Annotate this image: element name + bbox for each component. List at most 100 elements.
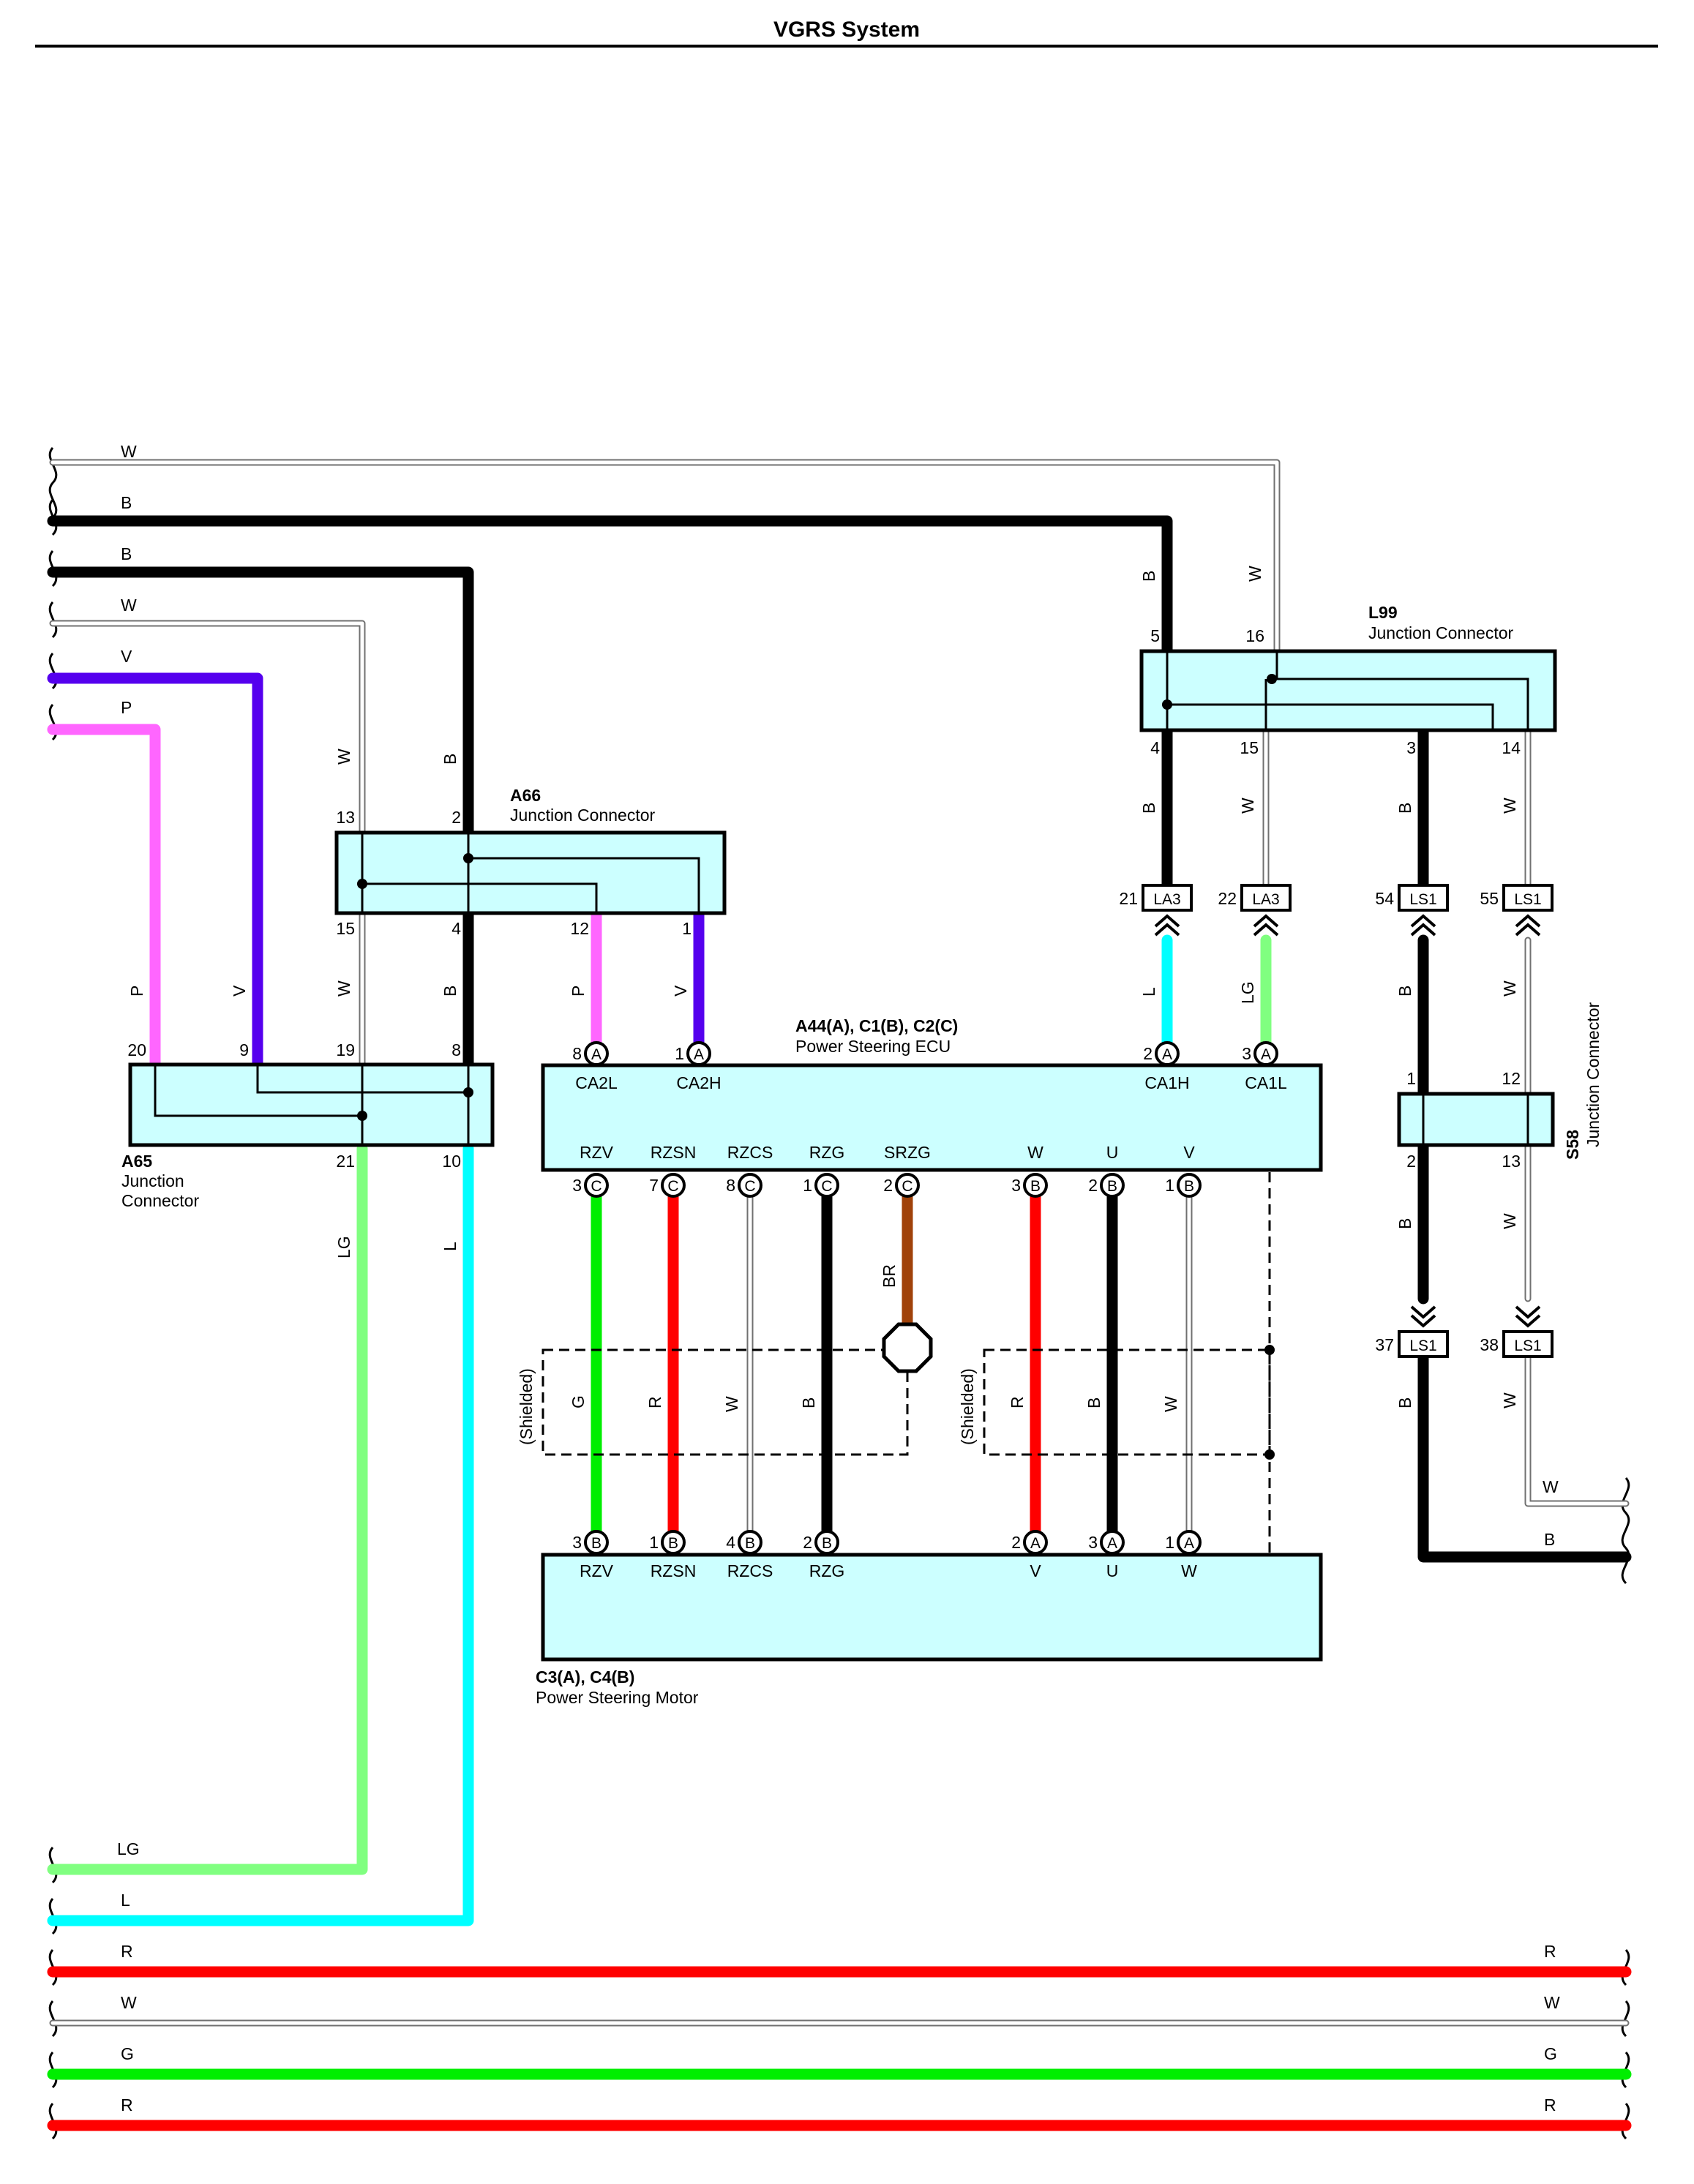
a65-pin-9: 9: [239, 1040, 249, 1059]
ecu-bottom-terminal-w: B3W: [1011, 1143, 1048, 1198]
wire-b-top: [47, 515, 1173, 657]
wire-label-v-ecu: V: [671, 985, 690, 997]
chevron-up-icon: [1410, 914, 1436, 937]
wires: [47, 459, 1632, 2131]
terminal-circle: [814, 1173, 839, 1198]
wire-v: [47, 672, 263, 1070]
terminal-pin-number: 1: [649, 1533, 659, 1552]
wire-label-bus-w-right: W: [1544, 1993, 1560, 2012]
wire-label-lg-down: LG: [334, 1236, 353, 1258]
shield-label-left: (Shielded): [517, 1368, 536, 1445]
s58-code: S58: [1563, 1130, 1582, 1160]
terminal-pin-number: 2: [1011, 1533, 1021, 1552]
inline-connector-code: LA3: [1252, 891, 1279, 908]
inline-connector-code: LS1: [1409, 1337, 1436, 1354]
a65-name-1: Junction: [121, 1171, 184, 1190]
right-wire-breaks: [1621, 1477, 1630, 2140]
a66-pin-13: 13: [336, 808, 355, 827]
inline-connector-code: LS1: [1514, 1337, 1541, 1354]
wire-label-w-2: W: [121, 596, 137, 615]
terminal-pin-number: 1: [1165, 1533, 1174, 1552]
terminal-pin-number: 3: [1011, 1176, 1021, 1195]
s58-pin-1: 1: [1406, 1069, 1416, 1088]
terminal-connector-letter: A: [1184, 1535, 1194, 1552]
motor-code: C3(A), C4(B): [536, 1667, 634, 1686]
terminal-connector-letter: A: [1261, 1046, 1271, 1063]
wire-label-b-ls1-37: B: [1395, 1397, 1414, 1408]
inline-connector-box: [1240, 884, 1292, 912]
inline-connector-box: [1502, 1330, 1554, 1358]
wire-label-bus-r1-left: R: [121, 1942, 133, 1961]
terminal-connector-letter: B: [591, 1535, 601, 1552]
wire-label-b-a66-top: B: [441, 754, 460, 765]
chevron-up-icon: [1253, 914, 1279, 937]
wire-label-b-l99-3: B: [1395, 803, 1414, 814]
chevron-down-icon: [1410, 1305, 1436, 1328]
inline-connector-code: LA3: [1153, 891, 1180, 908]
a66-junction-connector: A66 Junction Connector 13 2 15 4 12 1: [334, 786, 727, 938]
a66-box: [334, 830, 727, 915]
shield-junction-dot: [1264, 1345, 1275, 1355]
terminal-name: W: [1181, 1561, 1197, 1580]
terminal-circle: [1155, 1041, 1180, 1066]
wire-label-w2: W: [1161, 1396, 1180, 1412]
wire-label-w-top: W: [121, 442, 137, 461]
motor-name: Power Steering Motor: [536, 1688, 699, 1707]
wire-label-b-l99-4: B: [1139, 803, 1158, 814]
wire-label-w-a65: W: [334, 980, 353, 997]
terminal-connector-letter: C: [821, 1178, 832, 1195]
wire-label-w-s58-top: W: [1500, 980, 1519, 997]
wire-label-r2: R: [1008, 1396, 1027, 1408]
terminal-connector-letter: A: [694, 1046, 704, 1063]
l99-pin-14: 14: [1502, 738, 1521, 757]
wire-labels: W B B W V P LG L R W G R R W G R W B W B…: [117, 442, 1560, 2114]
terminal-connector-letter: B: [1184, 1178, 1194, 1195]
chevron-up-icon: [1154, 914, 1180, 937]
terminal-circle: [895, 1173, 920, 1198]
a66-code: A66: [510, 786, 541, 805]
wire-label-bus-r2-left: R: [121, 2095, 133, 2114]
wire-label-v-a65: V: [230, 985, 249, 997]
motor-top-terminal-w: A1W: [1165, 1530, 1202, 1580]
terminal-connector-letter: C: [744, 1178, 755, 1195]
ecu-bottom-terminal-u: B2U: [1088, 1143, 1125, 1198]
terminal-circle: [686, 1041, 711, 1066]
l99-pin-3: 3: [1406, 738, 1416, 757]
wire-label-bus-g-left: G: [121, 2044, 134, 2063]
terminal-circle: [584, 1041, 609, 1066]
splice-dot: [1267, 674, 1277, 684]
terminal-connector-letter: B: [1030, 1178, 1041, 1195]
power-steering-motor: C3(A), C4(B) Power Steering Motor: [536, 1553, 1323, 1707]
terminal-circle: [1100, 1173, 1125, 1198]
wire-label-p: P: [121, 698, 132, 717]
l99-pin-4: 4: [1150, 738, 1160, 757]
left-wire-breaks: [48, 447, 58, 2140]
l99-junction-connector: L99 Junction Connector 5 16 4 15 3 14: [1139, 603, 1557, 757]
motor-box: [541, 1553, 1323, 1662]
terminal-pin-number: 3: [1088, 1533, 1098, 1552]
terminal-circle: [1023, 1530, 1048, 1555]
motor-top-terminal-u: A3U: [1088, 1530, 1125, 1580]
ecu-bottom-terminal-v: B1V: [1165, 1143, 1202, 1198]
inline-connector-code: LS1: [1514, 891, 1541, 908]
a66-pin-1: 1: [682, 919, 692, 938]
ecu-code: A44(A), C1(B), C2(C): [795, 1016, 958, 1035]
s58-pin-2: 2: [1406, 1152, 1416, 1171]
terminal-connector-letter: A: [591, 1046, 601, 1063]
power-steering-ecu: A44(A), C1(B), C2(C) Power Steering ECU: [541, 1016, 1323, 1172]
terminal-name: SRZG: [884, 1143, 931, 1162]
l99-pin-5: 5: [1150, 626, 1160, 645]
terminal-pin-number: 2: [883, 1176, 893, 1195]
wire-w-right-chain: [1524, 728, 1630, 1507]
terminal-circle: [1253, 1041, 1278, 1066]
